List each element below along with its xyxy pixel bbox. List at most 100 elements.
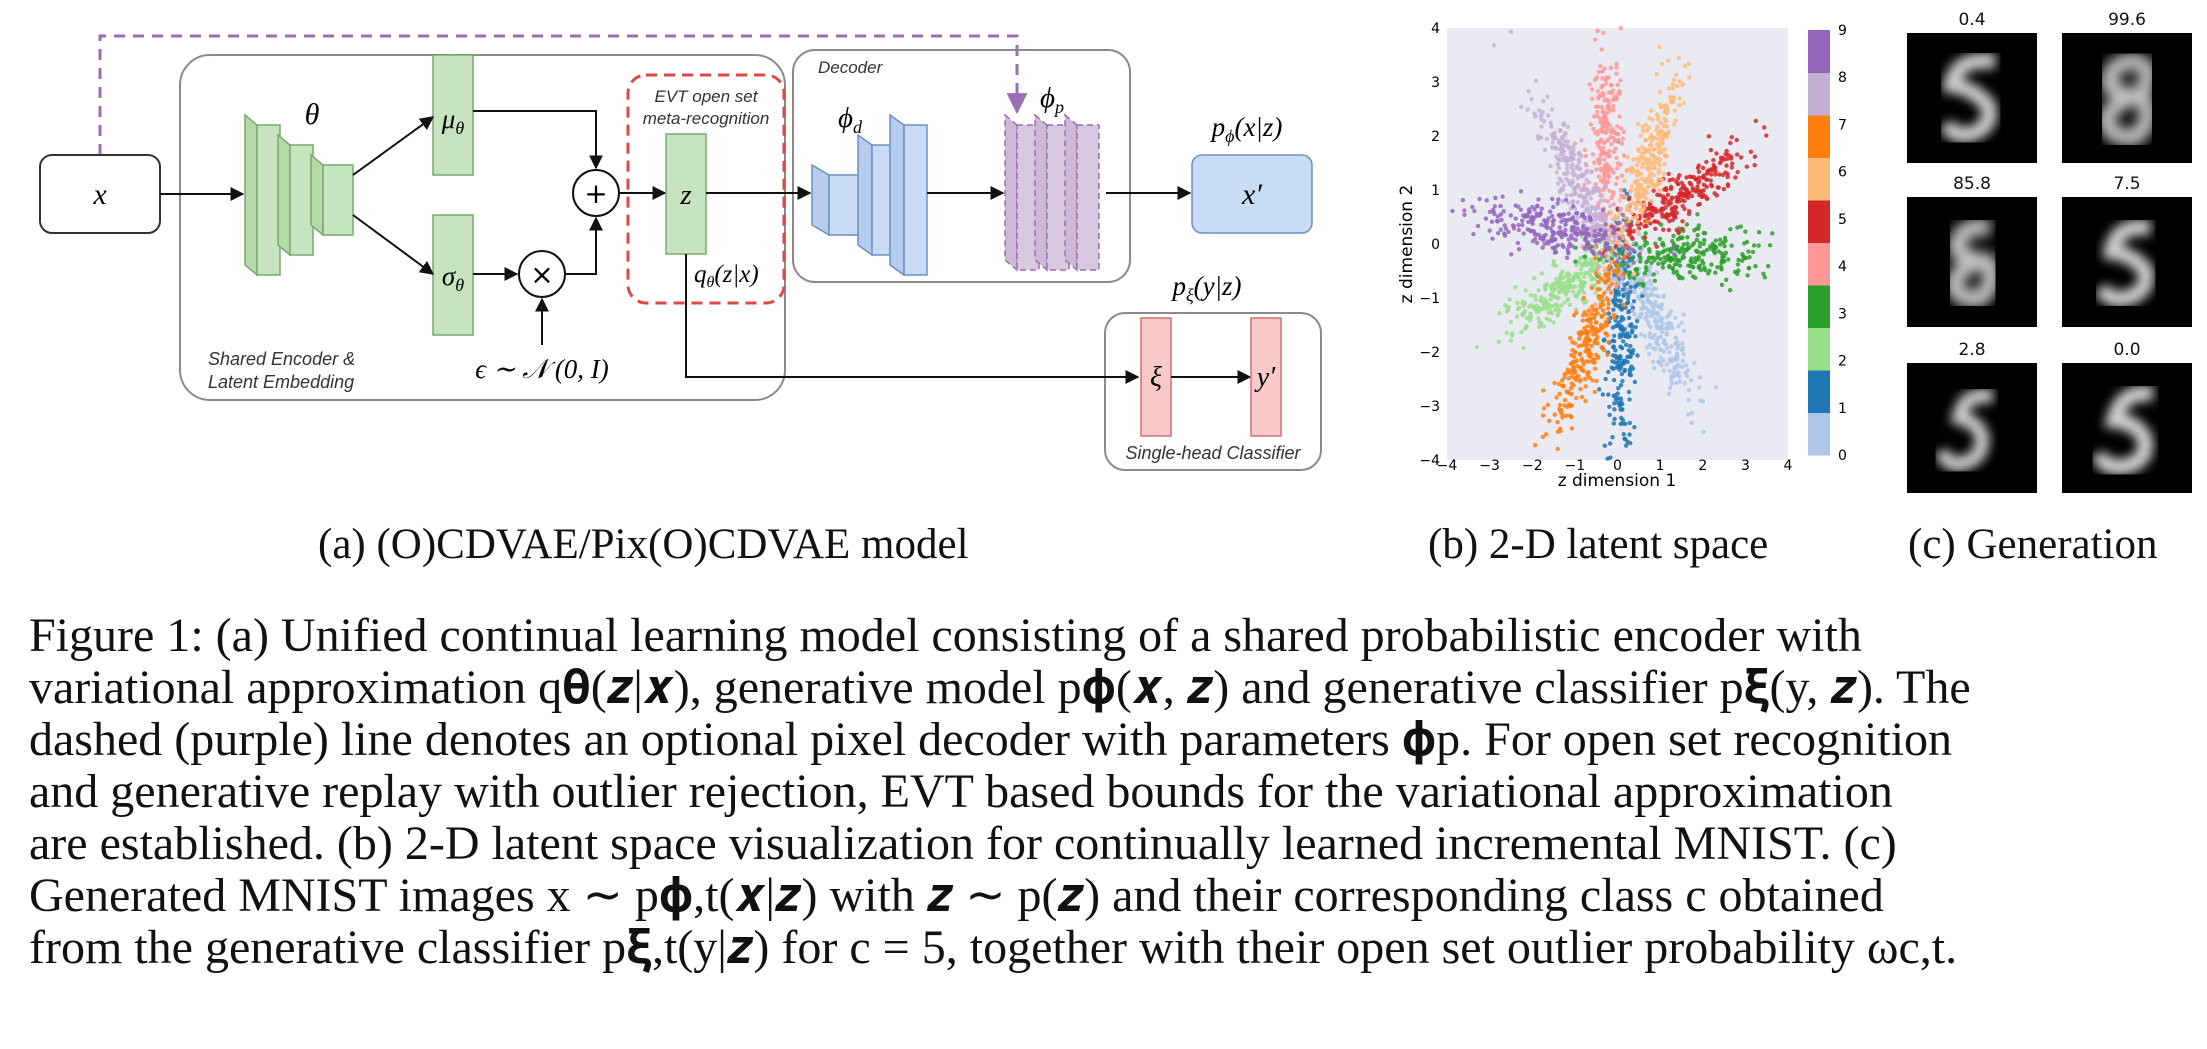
- scatter-point: [1618, 407, 1623, 412]
- scatter-point: [1631, 276, 1637, 281]
- scatter-point: [1671, 241, 1676, 246]
- scatter-point: [1573, 219, 1578, 224]
- svg-text:pϕ(x|z): pϕ(x|z): [1210, 112, 1283, 146]
- scatter-point: [1689, 378, 1694, 383]
- scatter-point: [1568, 335, 1573, 341]
- scatter-point: [1559, 407, 1564, 413]
- y-tick-label: −3: [1419, 399, 1440, 415]
- scatter-point: [1686, 263, 1691, 268]
- scatter-point: [1537, 320, 1542, 325]
- scatter-point: [1676, 324, 1681, 329]
- scatter-point: [1713, 245, 1719, 250]
- scatter-point: [1642, 214, 1647, 219]
- scatter-point: [1623, 437, 1628, 442]
- scatter-point: [1559, 235, 1564, 240]
- scatter-point: [1584, 233, 1589, 238]
- scatter-point: [1618, 206, 1623, 212]
- scatter-point: [1508, 338, 1514, 343]
- scatter-point: [1600, 298, 1605, 304]
- scatter-point: [1543, 297, 1548, 302]
- scatter-point: [1767, 243, 1773, 248]
- scatter-point: [1638, 245, 1643, 250]
- scatter-point: [1666, 171, 1671, 177]
- scatter-point: [1670, 86, 1675, 91]
- scatter-point: [1573, 259, 1578, 264]
- scatter-point: [1714, 385, 1719, 390]
- scatter-point: [1588, 208, 1593, 213]
- scatter-point: [1587, 338, 1592, 343]
- scatter-point: [1667, 264, 1672, 270]
- scatter-point: [1577, 351, 1583, 356]
- scatter-point: [1695, 212, 1700, 217]
- scatter-point: [1687, 270, 1693, 275]
- scatter-point: [1573, 350, 1578, 355]
- scatter-point: [1681, 250, 1687, 255]
- scatter-point: [1581, 173, 1586, 178]
- scatter-point: [1666, 227, 1672, 233]
- scatter-point: [1666, 391, 1672, 396]
- scatter-point: [1582, 274, 1587, 279]
- scatter-point: [1566, 277, 1572, 283]
- scatter-point: [1690, 188, 1696, 193]
- scatter-point: [1647, 299, 1652, 305]
- scatter-point: [1553, 249, 1559, 255]
- scatter-point: [1620, 339, 1626, 344]
- scatter-point: [1620, 136, 1626, 141]
- scatter-point: [1635, 198, 1641, 203]
- scatter-point: [1561, 244, 1566, 249]
- scatter-point: [1704, 196, 1710, 201]
- scatter-point: [1660, 136, 1665, 141]
- scatter-point: [1639, 194, 1644, 199]
- scatter-point: [1696, 254, 1702, 260]
- scatter-point: [1553, 146, 1558, 151]
- scatter-point: [1596, 174, 1602, 179]
- scatter-point: [1540, 434, 1546, 440]
- scatter-point: [1724, 148, 1729, 154]
- scatter-point: [1604, 161, 1609, 167]
- scatter-point: [1498, 203, 1503, 209]
- scatter-point: [1564, 370, 1569, 376]
- scatter-point: [1747, 255, 1752, 260]
- scatter-point: [1601, 236, 1606, 241]
- q-label: q: [694, 261, 707, 288]
- scatter-point: [1564, 193, 1569, 198]
- scatter-point: [1664, 124, 1670, 129]
- scatter-point: [1573, 274, 1578, 280]
- scatter-point: [1548, 226, 1553, 231]
- svg-text:ϕp: ϕp: [1040, 82, 1064, 117]
- scatter-point: [1662, 109, 1668, 114]
- scatter-point: [1597, 387, 1602, 392]
- scatter-point: [1669, 256, 1674, 261]
- scatter-point: [1658, 334, 1663, 339]
- scatter-point: [1608, 227, 1613, 232]
- scatter-point: [1632, 379, 1638, 385]
- scatter-point: [1612, 339, 1617, 344]
- scatter-point: [1625, 264, 1631, 269]
- scatter-point: [1590, 152, 1596, 157]
- colorbar-segment: [1808, 412, 1830, 456]
- scatter-point: [1677, 79, 1682, 84]
- scatter-point: [1611, 230, 1616, 236]
- scatter-point: [1534, 213, 1539, 219]
- scatter-point: [1612, 407, 1617, 412]
- scatter-point: [1615, 124, 1620, 129]
- scatter-point: [1587, 215, 1592, 220]
- scatter-point: [1658, 361, 1663, 366]
- p-xi-label: p: [1170, 271, 1186, 301]
- scatter-point: [1667, 94, 1673, 100]
- scatter-point: [1609, 281, 1615, 286]
- scatter-point: [1647, 342, 1652, 347]
- scatter-point: [1664, 257, 1669, 263]
- scatter-point: [1684, 247, 1689, 252]
- scatter-point: [1607, 441, 1613, 446]
- colorbar-tick-label: 5: [1838, 212, 1847, 228]
- scatter-point: [1573, 185, 1578, 190]
- scatter-point: [1583, 270, 1588, 276]
- gen-prob-1: 0.4: [1958, 10, 1986, 30]
- scatter-point: [1525, 107, 1530, 112]
- scatter-point: [1666, 86, 1672, 91]
- svg-text:μθ: μθ: [441, 104, 465, 138]
- scatter-point: [1606, 90, 1612, 95]
- scatter-point: [1735, 225, 1740, 230]
- scatter-point: [1607, 412, 1612, 418]
